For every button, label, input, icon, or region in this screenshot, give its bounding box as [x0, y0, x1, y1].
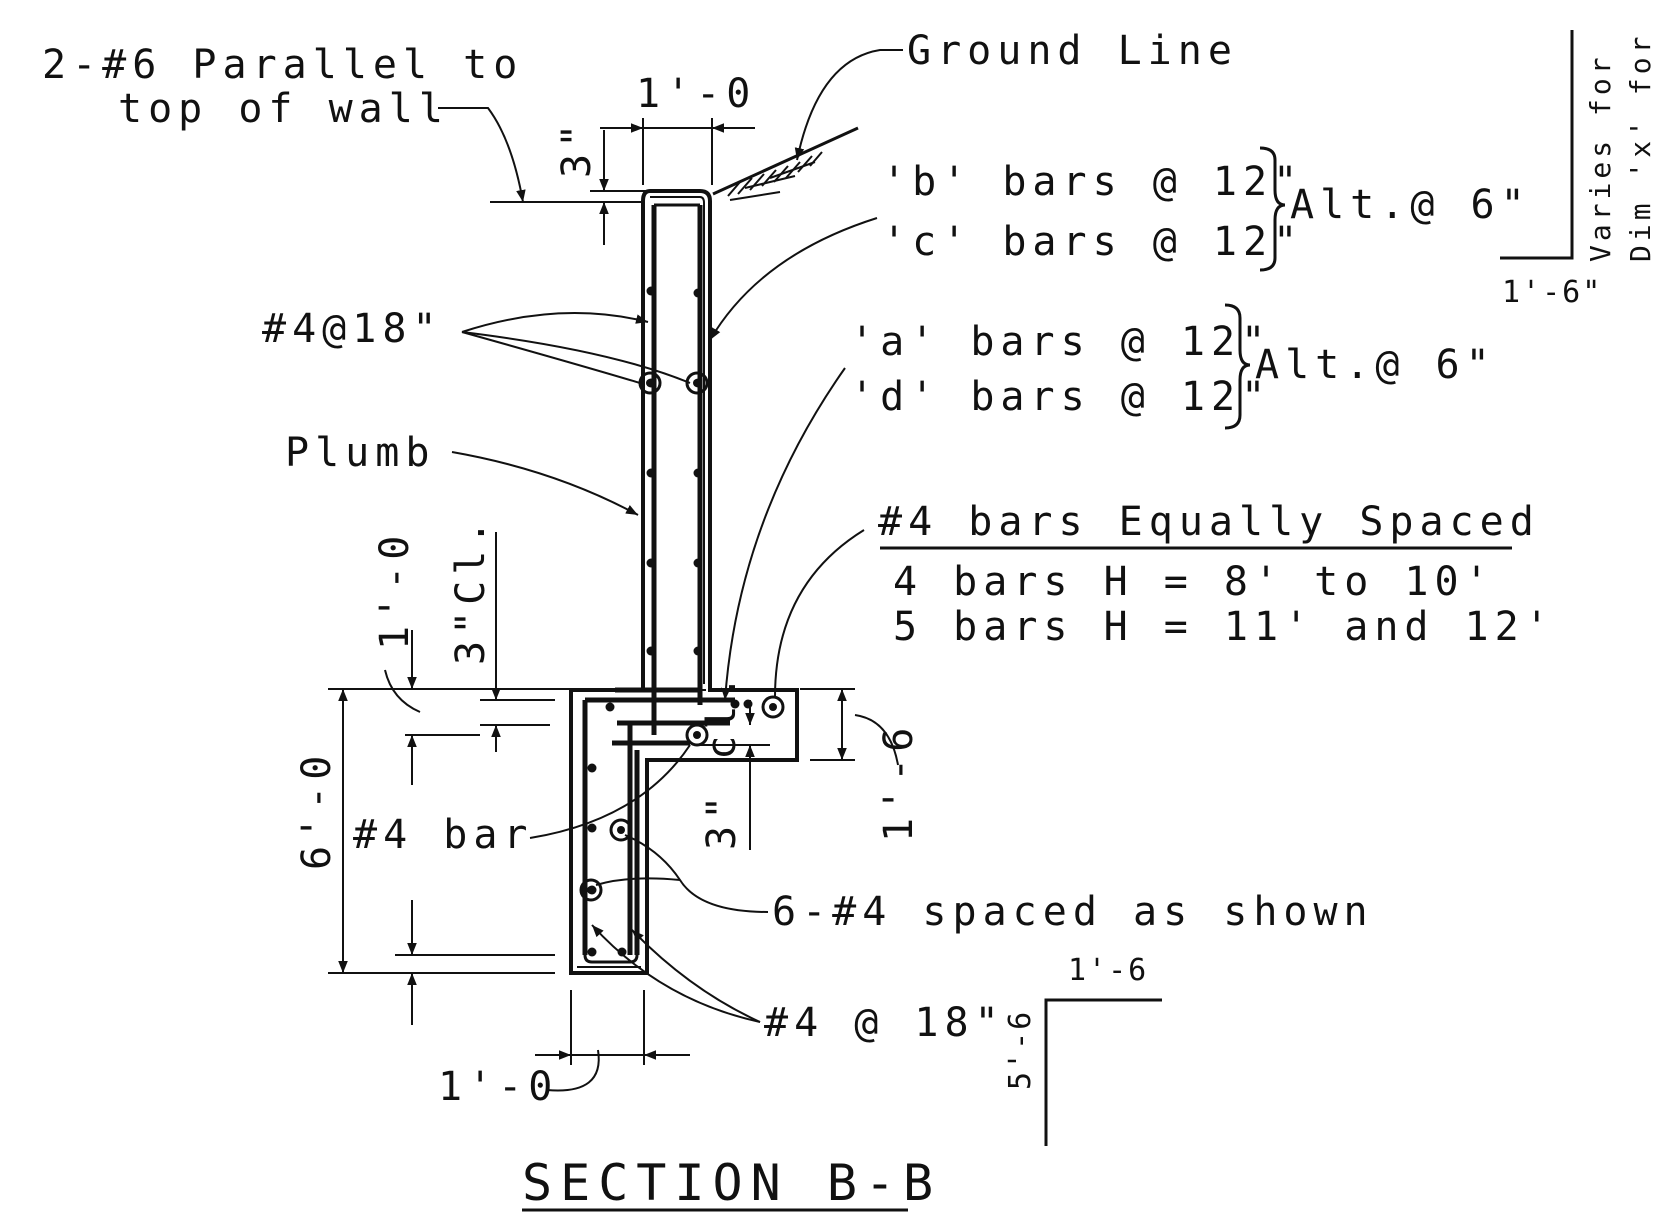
schedule-row1: 4 bars H = 8' to 10' — [893, 559, 1495, 605]
note-parallel-bars-line2: top of wall — [118, 86, 449, 132]
bar-detail-shapes — [1044, 30, 1574, 1146]
note-six-bars: 6-#4 spaced as shown — [772, 889, 1374, 935]
schedule-header: #4 bars Equally Spaced — [878, 499, 1540, 545]
dim-top-width: 1'-0 — [636, 71, 756, 117]
dim-bottom-cover: 3" cl. — [699, 670, 745, 851]
ground-line — [712, 126, 859, 201]
dim-heel-depth: 1'-0 — [372, 530, 418, 650]
note-ground-line: Ground Line — [907, 28, 1238, 74]
note-c-bars: 'c' bars @ 12" — [882, 219, 1303, 265]
note-bars-4-18-stem: #4@18" — [262, 306, 443, 352]
schedule-row2: 5 bars H = 11' and 12' — [893, 604, 1555, 650]
section-title: SECTION B-B — [522, 1154, 941, 1212]
braces — [1224, 146, 1286, 430]
dim-cover-top-heel: 3"Cl. — [448, 515, 494, 665]
note-bars-4-18-key: #4 @ 18" — [764, 1000, 1005, 1046]
concrete-outline — [569, 189, 799, 975]
dim-toe-depth: 1'-6 — [876, 722, 922, 842]
detail1-horizontal: 1'-6" — [1502, 275, 1602, 310]
detail2-horizontal: 1'-6 — [1068, 953, 1148, 988]
note-alt-ad: Alt.@ 6" — [1255, 342, 1496, 388]
note-bar-4: #4 bar — [353, 812, 534, 858]
dim-top-cover: 3" — [554, 118, 600, 178]
note-alt-bc: Alt.@ 6" — [1290, 182, 1531, 228]
detail2-vertical: 5'-6 — [1003, 1010, 1038, 1090]
rebar-sections — [579, 286, 785, 957]
note-parallel-bars-line1: 2-#6 Parallel to — [42, 42, 523, 88]
note-b-bars: 'b' bars @ 12" — [882, 159, 1303, 205]
leader-lines — [384, 49, 903, 1092]
detail1-vertical: Varies for — [1584, 53, 1617, 262]
note-d-bars: 'd' bars @ 12" — [850, 374, 1271, 420]
detail1-vertical2: Dim 'x' for — [1624, 33, 1655, 262]
dim-footing-height: 6'-0 — [294, 750, 340, 870]
note-a-bars: 'a' bars @ 12" — [850, 319, 1271, 365]
dimension-lines — [328, 118, 855, 1065]
note-plumb: Plumb — [285, 430, 435, 476]
dim-key-width: 1'-0 — [438, 1064, 558, 1110]
